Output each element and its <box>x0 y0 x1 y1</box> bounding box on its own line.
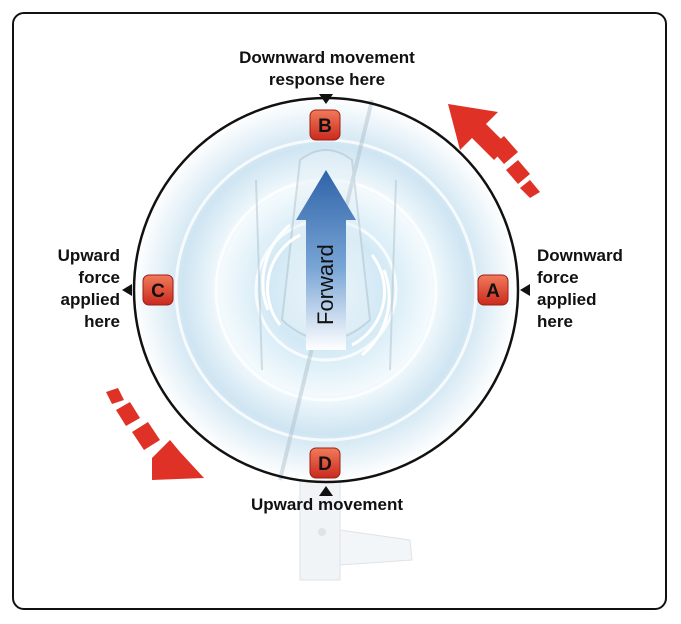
marker-c-label: C <box>151 281 165 302</box>
label-left-line-1: Upward <box>57 246 120 265</box>
marker-d: D <box>309 447 341 479</box>
rotation-arcs <box>261 223 391 357</box>
label-top-line-2: response here <box>268 70 386 89</box>
label-left-line-4: here <box>84 312 120 331</box>
label-bottom-text: Upward movement <box>250 495 404 514</box>
forward-label: Forward <box>313 244 338 325</box>
red-arrow-top-right <box>448 104 540 198</box>
forward-arrow <box>296 170 356 350</box>
tail-boom <box>299 469 413 581</box>
label-right-line-2: force <box>537 268 579 287</box>
label-left: Upward force applied here <box>30 245 120 333</box>
pointer-triangles <box>122 94 530 496</box>
label-right-line-1: Downward <box>537 246 623 265</box>
label-left-line-2: force <box>78 268 120 287</box>
marker-b: B <box>309 109 341 141</box>
label-right: Downward force applied here <box>537 245 647 333</box>
label-bottom: Upward movement <box>196 494 458 516</box>
label-left-line-3: applied <box>60 290 120 309</box>
label-top: Downward movement response here <box>196 47 458 91</box>
label-top-line-1: Downward movement <box>239 48 415 67</box>
label-right-line-3: applied <box>537 290 597 309</box>
marker-a-label: A <box>486 281 500 302</box>
label-right-line-4: here <box>537 312 573 331</box>
marker-d-label: D <box>318 454 332 475</box>
marker-c: C <box>142 274 174 306</box>
red-arrow-bottom-left <box>106 388 204 480</box>
marker-a: A <box>477 274 509 306</box>
marker-b-label: B <box>318 116 332 137</box>
